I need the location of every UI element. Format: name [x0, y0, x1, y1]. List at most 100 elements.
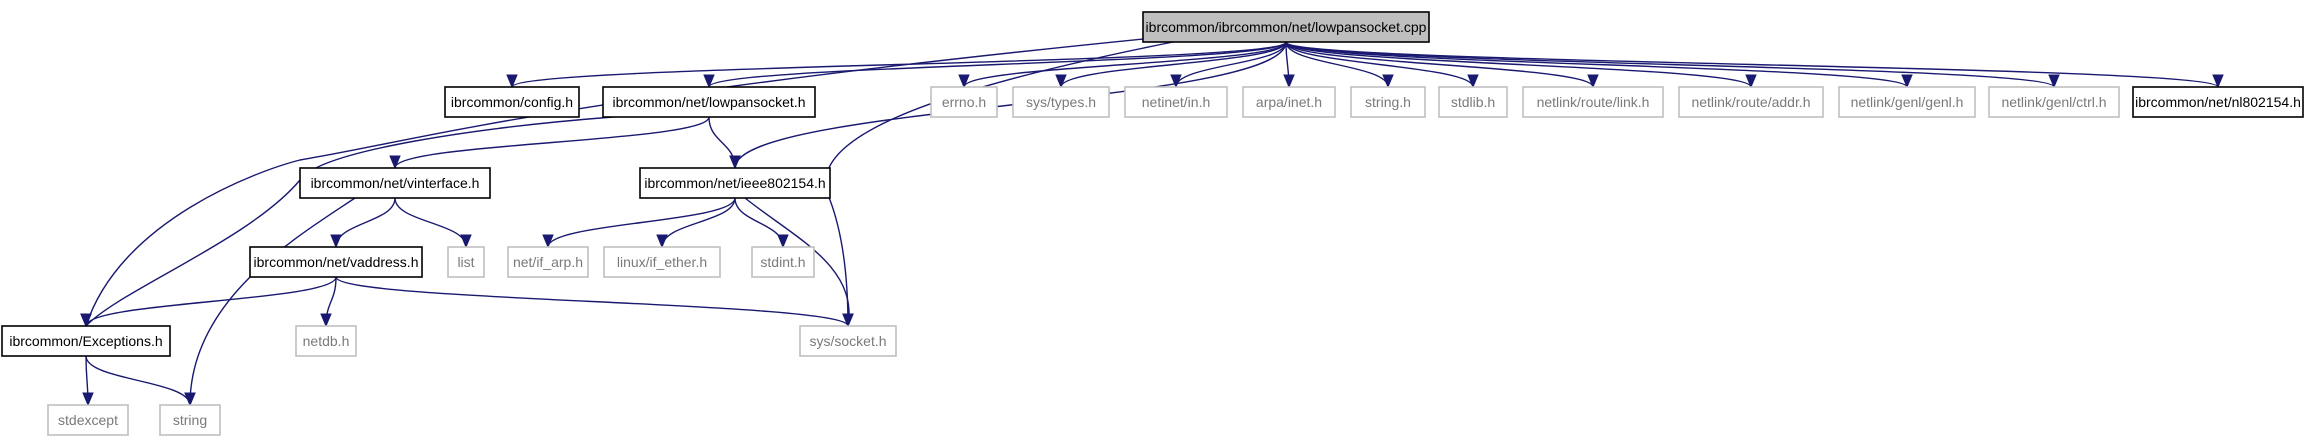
graph-node-string_h: string.h	[1350, 86, 1426, 118]
node-box	[639, 167, 831, 199]
graph-node-netinet_in_h: netinet/in.h	[1124, 86, 1228, 118]
graph-node-netlink_genl_ctrl_h: netlink/genl/ctrl.h	[1988, 86, 2120, 118]
node-label: netinet/in.h	[1142, 94, 1211, 110]
arrowhead-icon	[330, 234, 342, 249]
arrowhead-icon	[389, 155, 401, 170]
edge-line	[661, 197, 736, 248]
edge-lowpansocket_h-to-exceptions_h	[80, 116, 614, 328]
edge-line	[1175, 41, 1287, 88]
edge-lowpansocket_cpp-to-netinet_in_h	[1170, 41, 1287, 89]
node-label: sys/types.h	[1026, 94, 1096, 110]
node-label: ibrcommon/net/vinterface.h	[311, 175, 480, 191]
arrowhead-icon	[1587, 74, 1599, 89]
graph-node-vinterface_h[interactable]: ibrcommon/net/vinterface.h	[299, 167, 491, 199]
edge-vinterface_h-to-list	[394, 197, 472, 249]
edge-line	[1060, 41, 1287, 88]
graph-node-string: string	[159, 404, 221, 436]
arrowhead-icon	[842, 313, 854, 328]
edge-line	[824, 41, 1174, 327]
graph-node-config_h[interactable]: ibrcommon/config.h	[444, 86, 580, 118]
edge-vaddress_h-to-sys_socket_h	[335, 276, 854, 328]
edge-line	[547, 197, 736, 248]
arrowhead-icon	[1055, 74, 1067, 89]
arrowhead-icon	[506, 74, 518, 89]
graph-node-netlink_route_link_h: netlink/route/link.h	[1522, 86, 1664, 118]
edge-line	[85, 37, 1154, 327]
node-box	[1242, 86, 1336, 118]
node-label: stdexcept	[58, 412, 118, 428]
node-label: linux/if_ether.h	[617, 254, 707, 270]
node-box	[507, 246, 589, 278]
edge-exceptions_h-to-string	[85, 355, 196, 407]
graph-node-lowpansocket_cpp[interactable]: ibrcommon/ibrcommon/net/lowpansocket.cpp	[1142, 11, 1430, 43]
arrowhead-icon	[82, 392, 94, 407]
arrowhead-icon	[1170, 74, 1182, 89]
edge-layer	[80, 37, 2224, 407]
graph-node-stdexcept: stdexcept	[47, 404, 129, 436]
graph-node-sys_types_h: sys/types.h	[1012, 86, 1110, 118]
node-box	[159, 404, 221, 436]
arrowhead-icon	[460, 234, 472, 249]
edge-lowpansocket_h-to-ieee802154_h	[708, 116, 741, 170]
graph-node-lowpansocket_h[interactable]: ibrcommon/net/lowpansocket.h	[602, 86, 816, 118]
arrowhead-icon	[1283, 74, 1295, 89]
edge-lowpansocket_cpp-to-exceptions_h	[80, 37, 1154, 328]
edge-lowpansocket_cpp-to-nl802154_h	[1285, 41, 2224, 89]
arrowhead-icon	[656, 234, 668, 249]
node-box	[2132, 86, 2304, 118]
edge-lowpansocket_cpp-to-netlink_genl_genl_h	[1285, 41, 1913, 89]
graph-node-nl802154_h[interactable]: ibrcommon/net/nl802154.h	[2132, 86, 2304, 118]
graph-node-netlink_genl_genl_h: netlink/genl/genl.h	[1838, 86, 1976, 118]
node-label: ibrcommon/net/vaddress.h	[254, 254, 419, 270]
node-box	[295, 325, 357, 357]
arrowhead-icon	[542, 234, 554, 249]
arrowhead-icon	[703, 74, 715, 89]
edge-vinterface_h-to-vaddress_h	[330, 197, 396, 249]
node-box	[1012, 86, 1110, 118]
graph-node-stdint_h: stdint.h	[751, 246, 815, 278]
arrowhead-icon	[184, 392, 196, 407]
arrowhead-icon	[320, 313, 332, 328]
graph-node-exceptions_h[interactable]: ibrcommon/Exceptions.h	[1, 325, 171, 357]
graph-node-list: list	[447, 246, 485, 278]
node-box	[1142, 11, 1430, 43]
graph-node-arpa_inet_h: arpa/inet.h	[1242, 86, 1336, 118]
node-box	[603, 246, 721, 278]
edge-line	[708, 116, 736, 169]
node-box	[1522, 86, 1664, 118]
edge-line	[1285, 41, 1752, 88]
arrowhead-icon	[729, 155, 741, 170]
edge-vaddress_h-to-exceptions_h	[80, 276, 337, 328]
edge-exceptions_h-to-stdexcept	[82, 355, 94, 407]
edge-line	[85, 116, 614, 327]
graph-node-ieee802154_h[interactable]: ibrcommon/net/ieee802154.h	[639, 167, 831, 199]
node-box	[1838, 86, 1976, 118]
node-label: net/if_arp.h	[513, 254, 583, 270]
node-label: ibrcommon/net/nl802154.h	[2135, 94, 2301, 110]
node-box	[602, 86, 816, 118]
edge-line	[1285, 41, 2055, 88]
node-label: errno.h	[942, 94, 986, 110]
arrowhead-icon	[80, 313, 92, 328]
node-label: string	[173, 412, 207, 428]
graph-node-stdlib_h: stdlib.h	[1438, 86, 1508, 118]
edge-ieee802154_h-to-linux_if_ether_h	[656, 197, 736, 249]
graph-node-linux_if_ether_h: linux/if_ether.h	[603, 246, 721, 278]
edge-line	[335, 276, 849, 327]
arrowhead-icon	[2048, 74, 2060, 89]
edge-line	[394, 197, 467, 248]
edge-line	[1285, 41, 2219, 88]
edge-line	[1285, 41, 1389, 88]
node-label: ibrcommon/net/lowpansocket.h	[613, 94, 806, 110]
edge-vaddress_h-to-netdb_h	[320, 276, 337, 328]
arrowhead-icon	[1901, 74, 1913, 89]
node-box	[751, 246, 815, 278]
edge-lowpansocket_cpp-to-netlink_route_link_h	[1285, 41, 1599, 89]
edge-lowpansocket_cpp-to-arpa_inet_h	[1283, 41, 1295, 89]
graph-node-vaddress_h[interactable]: ibrcommon/net/vaddress.h	[249, 246, 423, 278]
edge-lowpansocket_h-to-vinterface_h	[389, 116, 710, 170]
graph-node-netlink_route_addr_h: netlink/route/addr.h	[1678, 86, 1824, 118]
edge-lowpansocket_cpp-to-errno_h	[958, 41, 1287, 89]
edge-line	[1285, 41, 1908, 88]
